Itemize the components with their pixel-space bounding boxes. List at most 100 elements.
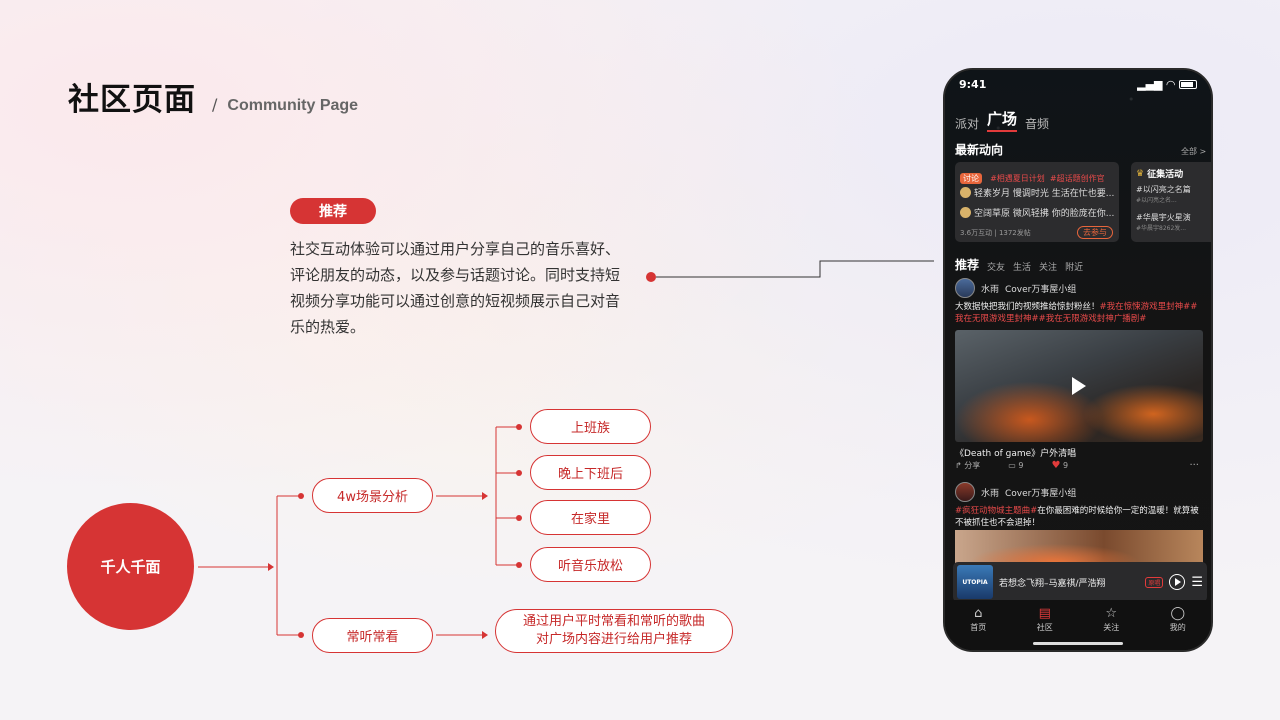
comment-count: 9 xyxy=(1018,461,1024,470)
campaign-title-text: 征集活动 xyxy=(1147,170,1184,180)
discuss-tag: 讨论 xyxy=(960,173,982,184)
post-header: 水雨 Cover万事屋小组 xyxy=(955,278,1076,298)
post-actions: ↱ 分享 ▭ 9 ♥ 9 xyxy=(955,460,1205,471)
post-group: Cover万事屋小组 xyxy=(1005,488,1077,499)
comment-button[interactable]: ▭ 9 xyxy=(1008,461,1023,470)
post-user[interactable]: 水雨 xyxy=(981,284,1000,295)
post-user[interactable]: 水雨 xyxy=(981,488,1000,499)
share-icon: ↱ xyxy=(955,461,962,470)
comment-icon: ▭ xyxy=(1008,461,1016,470)
campaign-item-1[interactable]: #以闪亮之名篇 #以闪亮之名... xyxy=(1136,184,1191,204)
avatar xyxy=(960,207,971,218)
tab-label: 首页 xyxy=(970,623,987,632)
tab-friends[interactable]: 交友 xyxy=(987,263,1006,273)
tab-party[interactable]: 派对 xyxy=(955,117,980,131)
join-button[interactable]: 去参与 xyxy=(1077,226,1113,239)
post-video[interactable] xyxy=(955,330,1203,442)
scene-after-work: 晚上下班后 xyxy=(530,455,651,490)
campaign-item-title: #以闪亮之名篇 xyxy=(1136,185,1191,194)
topic-row-text: 空阔草原 微风轻拂 你的脸庞在你... xyxy=(974,209,1115,219)
music-player[interactable]: UTOPIA 若想念飞翔–马嘉祺/严浩翔 原唱 ☰ xyxy=(953,562,1207,602)
campaign-title: ♛征集活动 xyxy=(1136,167,1184,181)
tab-label: 关注 xyxy=(1103,623,1120,632)
album-cover[interactable]: UTOPIA xyxy=(957,565,993,599)
song-title: 若想念飞翔–马嘉祺/严浩翔 xyxy=(999,578,1106,589)
wifi-icon: ◠ xyxy=(1166,78,1175,91)
tabbar-mine[interactable]: ◯ 我的 xyxy=(1170,606,1186,650)
campaign-card[interactable]: ♛征集活动 #以闪亮之名篇 #以闪亮之名... #华晨宇火星演 #华晨宇8262… xyxy=(1131,162,1211,242)
avatar[interactable] xyxy=(955,482,975,502)
avatar[interactable] xyxy=(955,278,975,298)
topic-row-text: 轻素岁月 慢调时光 生活在忙也要... xyxy=(974,189,1115,199)
topic-row-1: 轻素岁月 慢调时光 生活在忙也要... xyxy=(960,186,1114,199)
latest-title: 最新动向 xyxy=(955,143,1004,157)
status-time: 9:41 xyxy=(959,78,987,91)
phone-mockup: 9:41 ▂▄▆ ◠ 派对 广场 音频 最新动向 全部 > 讨论 #相遇夏日计划… xyxy=(943,68,1213,652)
home-icon: ⌂ xyxy=(974,605,983,621)
campaign-item-title: #华晨宇火星演 xyxy=(1136,213,1191,222)
post-hashtags[interactable]: #我在惊悚游戏里封神##我在无限游戏里封神##我在无限游戏封神广播剧# xyxy=(955,302,1198,324)
phone-screen: 9:41 ▂▄▆ ◠ 派对 广场 音频 最新动向 全部 > 讨论 #相遇夏日计划… xyxy=(945,70,1211,650)
branch-scene-analysis: 4w场景分析 xyxy=(312,478,433,513)
topic-hash-2[interactable]: #超话题创作官 xyxy=(1049,174,1105,183)
tabbar-follow[interactable]: ☆ 关注 xyxy=(1103,606,1119,650)
like-count: 9 xyxy=(1062,461,1069,470)
feed-tabs: 推荐 交友 生活 关注 附近 xyxy=(955,256,1083,273)
video-title: 《Death of game》户外清唱 xyxy=(955,449,1077,459)
post-group: Cover万事屋小组 xyxy=(1005,284,1077,295)
campaign-item-sub: #华晨宇8262发... xyxy=(1136,225,1187,232)
see-all-link[interactable]: 全部 > xyxy=(1181,147,1207,156)
share-button[interactable]: ↱ 分享 xyxy=(955,460,980,471)
topic-stats: 3.6万互动 | 1372发帖 xyxy=(960,229,1031,237)
like-button[interactable]: ♥ 9 xyxy=(1051,460,1068,471)
post-text: 大数据快把我们的视频推给惊封粉丝！#我在惊悚游戏里封神##我在无限游戏里封神##… xyxy=(955,301,1205,325)
tab-audio[interactable]: 音频 xyxy=(1025,117,1050,131)
play-icon[interactable] xyxy=(1072,377,1086,395)
playlist-icon[interactable]: ☰ xyxy=(1191,574,1203,590)
tab-recommend[interactable]: 推荐 xyxy=(955,258,980,272)
branch-listen-watch: 常听常看 xyxy=(312,618,433,653)
original-badge: 原唱 xyxy=(1145,576,1164,588)
post-body: 大数据快把我们的视频推给惊封粉丝！ xyxy=(955,302,1100,312)
tabbar-home[interactable]: ⌂ 首页 xyxy=(970,606,986,650)
page-subtitle: Community Page xyxy=(227,97,359,114)
tab-square[interactable]: 广场 xyxy=(987,108,1018,132)
page-header: 社区页面 / Community Page xyxy=(68,74,358,119)
signal-icon: ▂▄▆ xyxy=(1137,78,1163,91)
tab-nearby[interactable]: 附近 xyxy=(1065,263,1084,273)
campaign-item-2[interactable]: #华晨宇火星演 #华晨宇8262发... xyxy=(1136,212,1191,232)
scene-at-home: 在家里 xyxy=(530,500,651,535)
avatar xyxy=(960,187,971,198)
play-button[interactable] xyxy=(1169,574,1186,590)
tab-label: 我的 xyxy=(1169,623,1186,632)
topic-card[interactable]: 讨论 #相遇夏日计划 #超话题创作官 轻素岁月 慢调时光 生活在忙也要... 空… xyxy=(955,162,1119,242)
feature-tag: 推荐 xyxy=(290,198,376,224)
recommendation-result: 通过用户平时常看和常听的歌曲对广场内容进行给用户推荐 xyxy=(495,609,733,653)
topic-row-2: 空阔草原 微风轻拂 你的脸庞在你... xyxy=(960,206,1114,219)
status-bar: 9:41 ▂▄▆ ◠ xyxy=(959,78,1197,91)
scene-relax-music: 听音乐放松 xyxy=(530,547,651,582)
star-icon: ☆ xyxy=(1105,605,1118,621)
status-icons: ▂▄▆ ◠ xyxy=(1137,78,1197,91)
community-icon: ▤ xyxy=(1038,605,1051,621)
user-icon: ◯ xyxy=(1170,605,1186,621)
topic-hash-1[interactable]: #相遇夏日计划 xyxy=(990,174,1045,183)
home-indicator xyxy=(1033,642,1123,645)
top-nav: 派对 广场 音频 xyxy=(955,108,1049,132)
tab-life[interactable]: 生活 xyxy=(1013,263,1032,273)
heart-icon: ♥ xyxy=(1051,460,1061,471)
campaign-item-sub: #以闪亮之名... xyxy=(1136,197,1177,204)
topic-tags: 讨论 #相遇夏日计划 #超话题创作官 xyxy=(960,166,1105,185)
post-hashtag[interactable]: #疯狂动物城主题曲# xyxy=(955,506,1038,516)
tab-following[interactable]: 关注 xyxy=(1039,263,1058,273)
tabbar-community[interactable]: ▤ 社区 xyxy=(1037,606,1053,650)
root-node: 千人千面 xyxy=(67,503,194,630)
share-label: 分享 xyxy=(964,461,981,470)
post-body: 在你最困难的时候给你一定的温暖！就算被不被抓住也不会退掉！ xyxy=(955,506,1199,528)
post-text: #疯狂动物城主题曲#在你最困难的时候给你一定的温暖！就算被不被抓住也不会退掉！ xyxy=(955,505,1205,529)
more-icon[interactable]: ··· xyxy=(1189,460,1199,471)
battery-icon xyxy=(1179,80,1197,89)
tab-label: 社区 xyxy=(1036,623,1053,632)
feature-description: 社交互动体验可以通过用户分享自己的音乐喜好、评论朋友的动态，以及参与话题讨论。同… xyxy=(290,240,621,336)
crown-icon: ♛ xyxy=(1136,168,1145,179)
